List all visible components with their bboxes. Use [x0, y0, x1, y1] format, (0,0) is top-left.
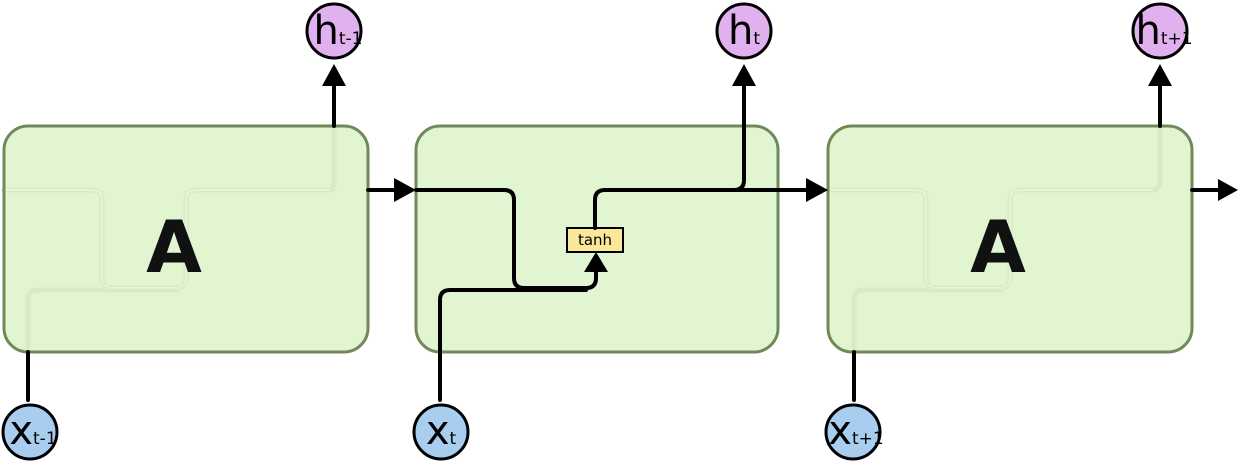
input-wire-middle	[438, 288, 588, 402]
input-node-label: xt-1	[9, 408, 56, 454]
output-node-symbol: h	[314, 8, 339, 54]
output-node-symbol: h	[1135, 8, 1160, 54]
output-node-circle	[715, 2, 773, 60]
hidden-state-arrow-out	[1218, 179, 1238, 201]
rnn-cell-right: A	[825, 123, 1194, 355]
output-node-h-t-minus-1: ht-1	[305, 2, 363, 60]
output-node-subscript: t+1	[1161, 29, 1193, 49]
tanh-activation: tanh	[566, 227, 624, 253]
tanh-label: tanh	[578, 231, 612, 249]
output-node-label: ht+1	[1135, 8, 1192, 54]
input-node-label: xt	[426, 408, 457, 454]
input-node-symbol: x	[426, 408, 450, 454]
rnn-cell-right-label: A	[970, 205, 1026, 289]
output-node-label: ht	[728, 8, 760, 54]
output-arrow-right	[1148, 64, 1172, 86]
input-node-circle	[1, 403, 59, 461]
input-node-x-t: xt	[412, 403, 470, 461]
input-node-circle	[824, 403, 882, 461]
input-node-label: xt+1	[828, 408, 883, 454]
output-node-symbol: h	[728, 8, 753, 54]
output-node-subscript: t	[753, 29, 760, 49]
output-node-label: ht-1	[314, 8, 363, 54]
input-node-x-t-plus-1: xt+1	[824, 403, 884, 461]
input-node-symbol: x	[9, 408, 33, 454]
rnn-cell-left-outline	[2, 124, 370, 354]
output-node-h-t-plus-1: ht+1	[1131, 2, 1193, 60]
output-node-circle	[1131, 2, 1189, 60]
tanh-box	[566, 227, 624, 253]
output-node-h-t: ht	[715, 2, 773, 60]
arrow-into-tanh	[584, 252, 608, 272]
hidden-state-arrow-into-right	[806, 178, 828, 202]
input-node-subscript: t-1	[33, 429, 57, 449]
rnn-cell-left-label: A	[146, 205, 202, 289]
output-node-circle	[305, 2, 363, 60]
output-arrow-left	[322, 64, 346, 86]
output-node-subscript: t-1	[339, 29, 363, 49]
rnn-cell-left: A	[1, 123, 370, 355]
rnn-cell-right-outline	[826, 124, 1194, 354]
output-arrow-middle	[732, 64, 756, 86]
input-node-x-t-minus-1: xt-1	[1, 403, 59, 461]
input-node-circle	[412, 403, 470, 461]
input-node-symbol: x	[828, 408, 852, 454]
hidden-state-arrow-into-middle	[394, 178, 416, 202]
input-node-subscript: t+1	[852, 429, 884, 449]
hidden-state-in-wire-middle	[414, 188, 598, 290]
input-node-subscript: t	[450, 429, 457, 449]
